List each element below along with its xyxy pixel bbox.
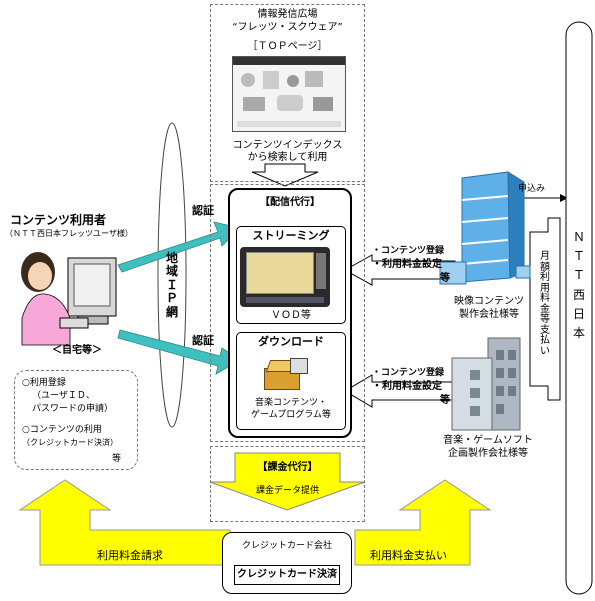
user-subtitle: （ＮＴＴ西日本フレッツユーザ様） <box>5 229 133 238</box>
user-note-4: ○コンテンツの利用 <box>22 425 102 435</box>
top-page-label: ［ＴＯＰページ］ <box>247 41 328 52</box>
index-down-arrow <box>251 163 319 187</box>
download-label: ダウンロード <box>258 335 324 348</box>
video-company-building <box>439 171 531 285</box>
user-note-3: パスワードの申請） <box>32 404 114 414</box>
fee-request-label: 利用料金請求 <box>97 549 163 562</box>
plaza-title-line1: 情報発信広場 <box>257 9 318 20</box>
ntt-box <box>565 21 593 595</box>
music-company-line1: 音楽・ゲームソフト <box>443 435 533 446</box>
credit-settlement-label: クレジットカード決済 <box>234 565 340 585</box>
register-top-line3: 等 <box>440 273 450 284</box>
streaming-label: ストリーミング <box>252 229 330 242</box>
download-desc-line2: ゲームプログラム等 <box>251 410 331 420</box>
user-note-1: ○利用登録 <box>22 378 66 388</box>
register-top-line1: ・コンテンツ登録 <box>372 246 445 256</box>
music-company-building <box>451 337 521 431</box>
index-line1: コンテンツインデックス <box>232 140 343 151</box>
register-top-line2: ・利用料金設定 <box>372 259 442 270</box>
billing-data-label: 課金データ提供 <box>255 486 319 496</box>
user-note-2: （ユーザＩＤ、 <box>32 391 95 401</box>
plaza-panel <box>210 4 365 182</box>
streaming-player <box>240 247 330 307</box>
register-bottom-line2: ・利用料金設定 <box>372 381 442 392</box>
delivery-outer-panel <box>210 184 365 442</box>
person-illustration <box>21 252 117 346</box>
download-box-icon <box>264 358 308 390</box>
fee-payment-label: 利用料金支払い <box>370 549 447 562</box>
auth-label-bottom: 認証 <box>192 334 214 347</box>
billing-title: 【課金代行】 <box>257 462 318 473</box>
ip-network-ellipse <box>157 122 187 428</box>
apply-label: 申込み <box>518 184 546 194</box>
billing-panel <box>210 446 365 522</box>
vod-label: ＶＯＤ等 <box>271 310 311 321</box>
fee-payment-arrow <box>354 479 492 566</box>
user-note-5: （クレジットカード決済） <box>22 438 118 447</box>
home-label: ＜自宅等＞ <box>52 345 102 356</box>
video-company-line1: 映像コンテンツ <box>454 296 524 307</box>
plaza-title-line2: “フレッツ・スクウェア” <box>232 22 343 33</box>
auth-label-top: 認証 <box>192 204 214 217</box>
user-note-6: 等 <box>112 454 122 464</box>
monthly-fee-label: 月額利用料金等支払い <box>540 251 550 357</box>
monthly-fee-arrow <box>529 217 561 401</box>
register-bottom-line3: 等 <box>440 395 450 406</box>
delivery-title: 【配信代行】 <box>260 197 320 208</box>
user-title: コンテンツ利用者 <box>10 213 107 227</box>
music-company-line2: 企画製作会社様等 <box>448 448 528 459</box>
video-company-line2: 製作会社様等 <box>459 309 519 320</box>
download-desc-line1: 音楽コンテンツ・ <box>254 398 327 408</box>
credit-company-label: クレジットカード会社 <box>241 541 332 551</box>
top-page-thumbnail <box>232 56 346 132</box>
billing-down-arrow <box>209 452 366 511</box>
index-line2: から検索して利用 <box>247 152 328 163</box>
user-notes-box <box>14 370 138 470</box>
register-bottom-line1: ・コンテンツ登録 <box>372 368 445 378</box>
